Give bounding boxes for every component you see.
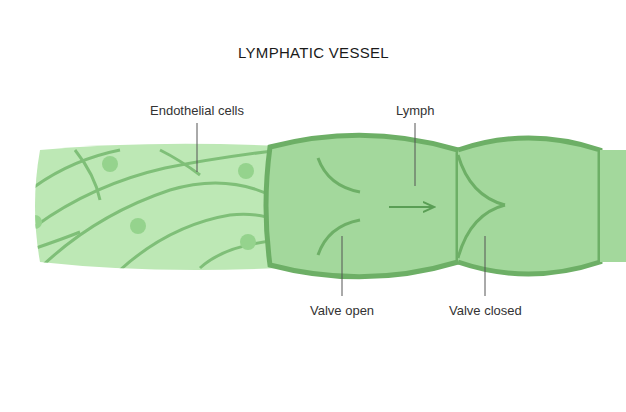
- valves: [318, 155, 505, 258]
- valve-label: Valve closed: [449, 303, 522, 319]
- flow-arrow: [389, 206, 433, 208]
- flow-label: Lymph: [396, 103, 435, 119]
- diagram-title: LYMPHATIC VESSEL: [238, 45, 389, 61]
- part-label: Endothelial cells: [150, 103, 244, 119]
- valve-label: Valve open: [310, 303, 374, 319]
- endothelial-cells: [28, 135, 285, 280]
- vessel-segments: [266, 135, 626, 277]
- leader-lines: [197, 123, 485, 296]
